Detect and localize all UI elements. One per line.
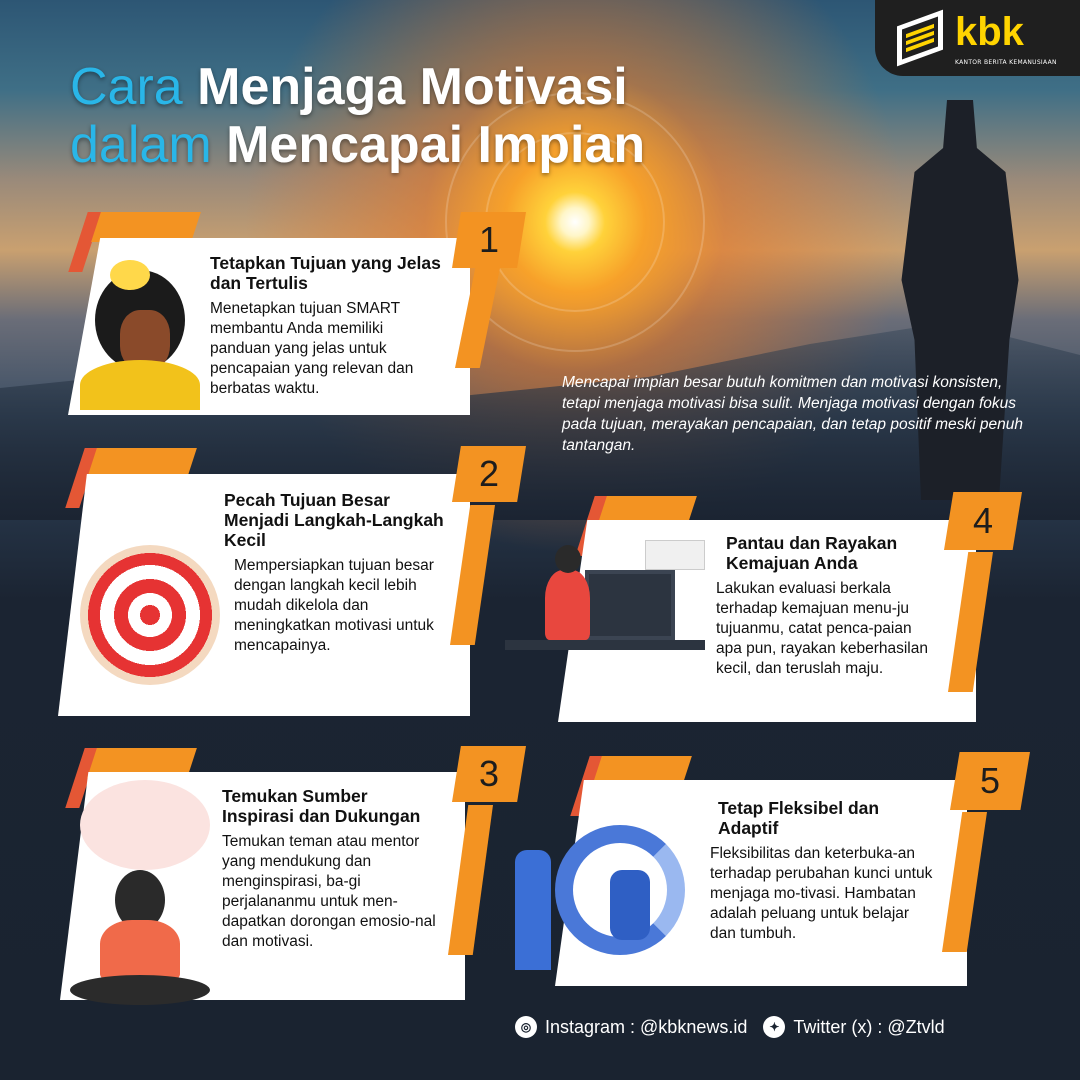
step-number-2: 2	[452, 446, 526, 502]
target-illustration	[80, 545, 220, 685]
step-heading: Tetap Fleksibel dan Adaptif	[718, 798, 880, 838]
title-light: dalam	[70, 116, 212, 174]
step-number-4: 4	[944, 492, 1022, 550]
step-number-5: 5	[950, 752, 1030, 810]
page-title: Cara Menjaga Motivasi dalam Mencapai Imp…	[70, 58, 645, 174]
step-body: Fleksibilitas dan keterbuka-an terhadap …	[710, 845, 933, 942]
step-heading: Pecah Tujuan Besar Menjadi Langkah-Langk…	[224, 490, 444, 550]
step-heading: Temukan Sumber Inspirasi dan Dukungan	[222, 786, 421, 826]
twitter-handle[interactable]: Twitter (x) : @Ztvld	[793, 1017, 945, 1037]
accent-bar	[87, 448, 197, 478]
step-text-1: Tetapkan Tujuan yang Jelas dan Tertulis …	[210, 253, 446, 399]
step-body: Temukan teman atau mentor yang mendukung…	[222, 833, 436, 950]
person-ideas-illustration	[80, 260, 200, 410]
man-silhouette	[901, 100, 1019, 500]
step-text-4: Pantau dan Rayakan Kemajuan Anda Lakukan…	[716, 533, 938, 679]
team-cycle-illustration	[515, 810, 700, 980]
logo-tagline: KANTOR BERITA KEMANUSIAAN	[955, 59, 1057, 66]
step-text-2: Pecah Tujuan Besar Menjadi Langkah-Langk…	[224, 490, 446, 656]
social-footer: ◎ Instagram : @kbknews.id ✦ Twitter (x) …	[515, 1016, 945, 1038]
step-body: Mempersiapkan tujuan besar dengan langka…	[234, 557, 434, 654]
title-light: Cara	[70, 58, 183, 116]
instagram-icon[interactable]: ◎	[515, 1016, 537, 1038]
woman-thinking-illustration	[70, 780, 220, 1010]
step-number-1: 1	[452, 212, 526, 268]
logo-mark-icon	[897, 9, 943, 67]
target-ring	[445, 92, 705, 352]
person-computer-illustration	[505, 540, 705, 700]
step-heading: Tetapkan Tujuan yang Jelas dan Tertulis	[210, 253, 441, 293]
accent-bar	[91, 212, 201, 242]
step-heading: Pantau dan Rayakan Kemajuan Anda	[726, 533, 898, 573]
step-body: Menetapkan tujuan SMART membantu Anda me…	[210, 300, 414, 397]
title-bold: Menjaga Motivasi	[197, 58, 628, 116]
step-body: Lakukan evaluasi berkala terhadap kemaju…	[716, 580, 928, 677]
step-text-5: Tetap Fleksibel dan Adaptif Fleksibilita…	[710, 798, 938, 944]
title-line-1: Cara Menjaga Motivasi	[70, 58, 645, 116]
intro-text: Mencapai impian besar butuh komitmen dan…	[562, 374, 1024, 454]
kbk-logo: kbk KANTOR BERITA KEMANUSIAAN	[875, 0, 1080, 76]
step-number-3: 3	[452, 746, 526, 802]
title-line-2: dalam Mencapai Impian	[70, 116, 645, 174]
instagram-handle[interactable]: Instagram : @kbknews.id	[545, 1017, 748, 1037]
step-text-3: Temukan Sumber Inspirasi dan Dukungan Te…	[222, 786, 442, 952]
twitter-icon[interactable]: ✦	[763, 1016, 786, 1038]
title-bold: Mencapai Impian	[226, 116, 646, 174]
logo-words: kbk KANTOR BERITA KEMANUSIAAN	[955, 9, 1057, 67]
logo-text: kbk	[955, 10, 1024, 54]
